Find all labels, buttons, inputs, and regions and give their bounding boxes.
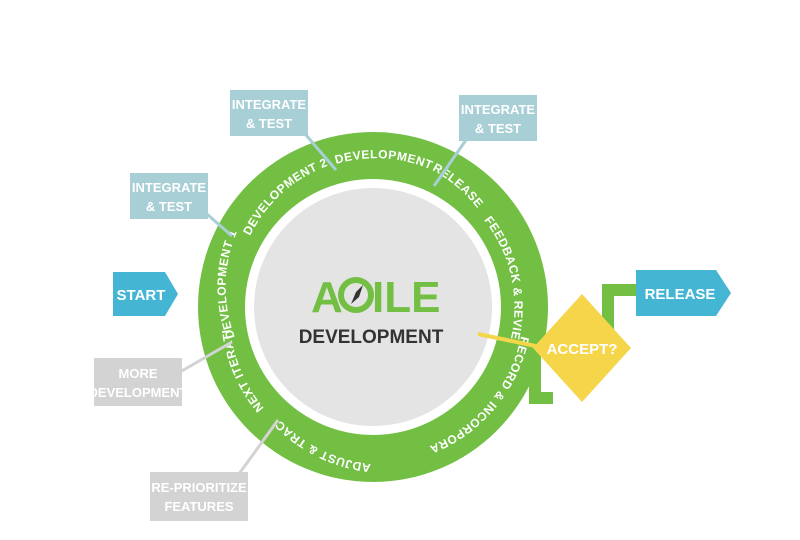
svg-text:& TEST: & TEST [475, 121, 521, 136]
agile-title: A ILE DEVELOPMENT [299, 273, 444, 348]
title-letter-a: A [311, 273, 343, 322]
svg-text:INTEGRATE: INTEGRATE [132, 180, 206, 195]
svg-text:INTEGRATE: INTEGRATE [461, 102, 535, 117]
compass-icon [338, 277, 374, 313]
center-disc [254, 188, 492, 426]
callout-integrate-test-2: INTEGRATE & TEST [230, 90, 338, 171]
svg-text:& TEST: & TEST [246, 116, 292, 131]
title-rest: ILE [372, 273, 440, 322]
svg-text:& TEST: & TEST [146, 199, 192, 214]
release-arrow: RELEASE [636, 270, 731, 316]
start-arrow: START [113, 272, 178, 316]
svg-text:DEVELOPMENT: DEVELOPMENT [89, 385, 188, 400]
title-subtitle: DEVELOPMENT [299, 327, 444, 348]
svg-text:RE-PRIORITIZE: RE-PRIORITIZE [151, 480, 247, 495]
start-label: START [117, 287, 166, 304]
svg-text:FEATURES: FEATURES [164, 499, 233, 514]
accept-label: ACCEPT? [547, 341, 618, 358]
svg-text:MORE: MORE [119, 366, 158, 381]
accept-decision: ACCEPT? [533, 294, 631, 402]
callout-integrate-test-3: INTEGRATE & TEST [432, 95, 537, 187]
svg-text:INTEGRATE: INTEGRATE [232, 97, 306, 112]
release-label: RELEASE [645, 286, 716, 303]
callout-reprioritize-features: RE-PRIORITIZE FEATURES [150, 419, 280, 521]
accept-separator [477, 332, 546, 350]
callout-integrate-test-1: INTEGRATE & TEST [130, 173, 233, 238]
callout-more-development: MORE DEVELOPMENT [89, 340, 233, 406]
